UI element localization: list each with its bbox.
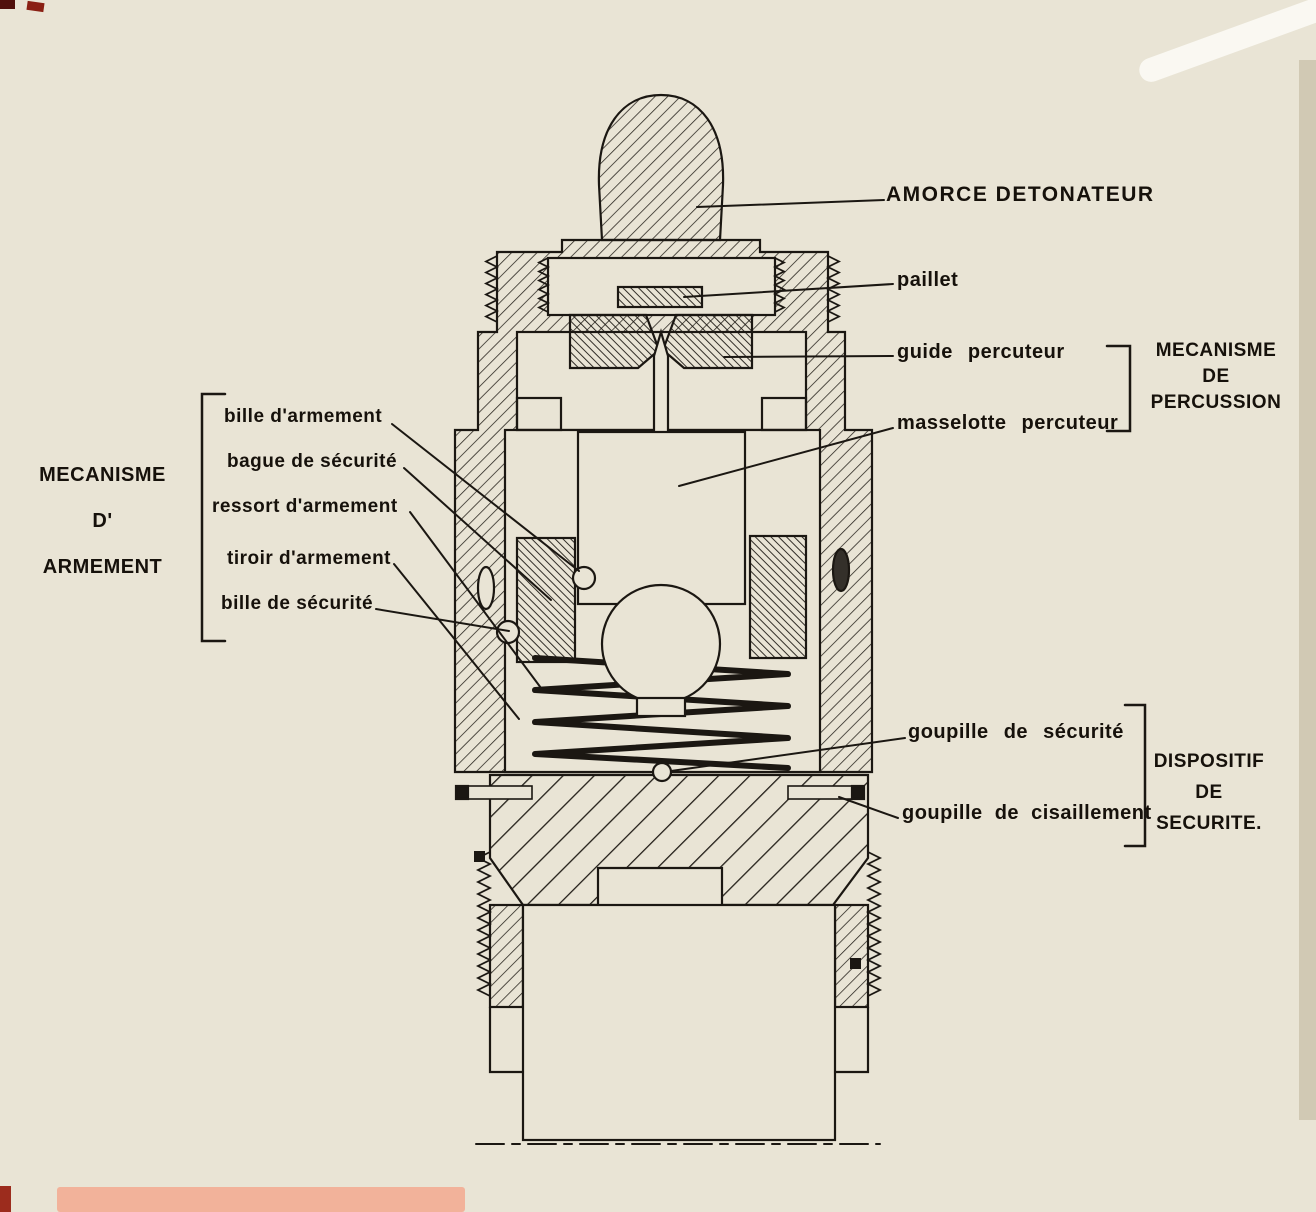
leader-goupille-securite <box>670 737 906 772</box>
striker-guide-right-shape <box>661 313 754 370</box>
leader-goupille-cisaillement <box>838 796 899 819</box>
bracket-dispositif-securite <box>1123 703 1147 848</box>
arming-slider-left-shape <box>515 536 577 664</box>
label-ressort-armement: ressort d'armement <box>212 496 398 517</box>
striker-weight-stem-shape <box>635 696 687 718</box>
striker-guide-left-shape <box>568 313 661 370</box>
thread-upper-right <box>825 255 842 323</box>
leader-ressort-armement <box>409 511 542 689</box>
recess-left-shape <box>515 396 563 432</box>
arming-slider-right-shape <box>748 534 808 660</box>
label-guide-percuteur: guide percuteur <box>897 341 1065 363</box>
group-label-dispositif-securite: DISPOSITIF DE SECURITE. <box>1150 746 1268 839</box>
detonator-cap-shape <box>597 93 725 242</box>
base-wall-outline-right <box>833 1005 870 1074</box>
scan-artifact-top-left-mark <box>0 0 15 9</box>
group-label-line: D' <box>92 510 113 532</box>
group-label-line: SECURITE. <box>1156 813 1262 834</box>
base-cylinder-shape <box>521 903 837 1142</box>
scan-artifact-salmon-bar <box>57 1187 465 1212</box>
thread-upper-left <box>483 255 500 323</box>
group-label-mecanisme-percussion: MECANISME DE PERCUSSION <box>1146 338 1286 416</box>
bracket-mecanisme-armement <box>200 392 227 643</box>
striker-weight-ball-shape <box>600 583 722 705</box>
group-label-line: DISPOSITIF <box>1153 751 1265 772</box>
leader-masselotte-percuteur <box>678 427 894 487</box>
shear-pin-left-cap-shape <box>454 784 470 801</box>
group-label-mecanisme-armement: MECANISME D' ARMEMENT <box>30 452 175 590</box>
group-label-line: MECANISME <box>1155 340 1277 361</box>
side-roller-right-shape <box>831 547 851 593</box>
striker-weight-shape <box>576 430 747 606</box>
lower-wall-left-shape <box>488 903 525 1009</box>
group-label-line: PERCUSSION <box>1150 392 1282 413</box>
leader-bille-armement <box>391 423 580 572</box>
leader-bille-securite <box>375 608 510 632</box>
side-roller-left-shape <box>476 565 496 611</box>
thread-inner-left <box>536 257 551 313</box>
label-goupille-cisaillement: goupille de cisaillement <box>902 802 1152 824</box>
group-label-line: MECANISME <box>39 464 166 486</box>
thread-mark-left <box>474 851 485 862</box>
bracket-mecanisme-percussion <box>1105 344 1132 433</box>
lower-wall-right-shape <box>833 903 870 1009</box>
thread-mark-right <box>850 958 861 969</box>
leader-guide-percuteur <box>723 355 894 358</box>
leader-bague-securite <box>403 467 552 601</box>
label-bague-securite: bague de sécurité <box>227 451 398 472</box>
scan-artifact-right-edge-band <box>1299 60 1316 1120</box>
group-label-line: ARMEMENT <box>42 556 163 578</box>
group-label-line: DE <box>1195 782 1223 803</box>
shear-pin-right-cap-shape <box>850 784 866 801</box>
leader-amorce-detonateur <box>696 199 885 208</box>
lower-body-shape <box>488 773 870 907</box>
safety-pin-ball-shape <box>651 761 673 783</box>
label-goupille-securite: goupille de sécurité <box>908 721 1124 743</box>
base-wall-outline-left <box>488 1005 525 1074</box>
label-tiroir-armement: tiroir d'armement <box>227 548 391 569</box>
label-masselotte-percuteur: masselotte percuteur <box>897 412 1119 434</box>
arming-ball-shape <box>571 565 597 591</box>
label-bille-armement: bille d'armement <box>224 406 383 427</box>
group-label-line: DE <box>1202 366 1230 387</box>
thread-lower-left <box>475 851 493 997</box>
thread-inner-right <box>772 257 787 313</box>
scan-artifact-bottom-left-mark <box>0 1186 11 1212</box>
leader-paillet <box>683 283 894 298</box>
label-amorce-detonateur: AMORCE DETONATEUR <box>886 183 1155 206</box>
recess-right-shape <box>760 396 808 432</box>
label-bille-securite: bille de sécurité <box>221 593 374 614</box>
label-paillet: paillet <box>897 269 959 291</box>
paillet-shape <box>616 285 704 309</box>
thread-lower-right <box>865 851 883 997</box>
leader-tiroir-armement <box>393 563 520 720</box>
